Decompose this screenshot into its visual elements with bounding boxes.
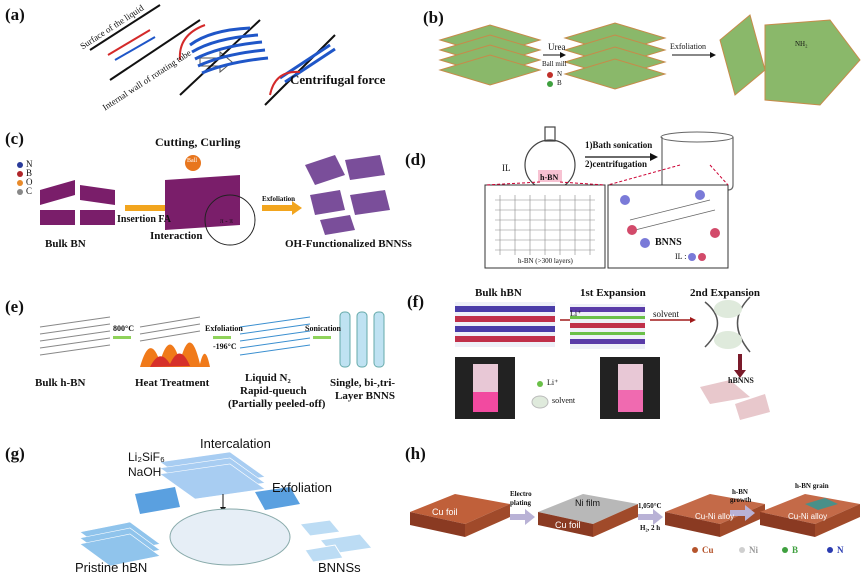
urea-label: Urea [548, 42, 566, 52]
electro2-label: plating [510, 499, 532, 507]
panel-c-diagram [17, 155, 390, 246]
temp-1050-label: 1,050°C [638, 502, 662, 510]
sonication-label: Sonication [305, 324, 342, 333]
reagent1-label: Li₂SiF₆ [128, 450, 165, 464]
exfoliation-label-c: Exfoliation [262, 195, 296, 203]
legend-b-b: B [557, 79, 562, 87]
second-expansion-label: 2nd Expansion [690, 287, 761, 299]
panel-g-diagram [79, 451, 373, 567]
hbn-layers-label: h-BN (>300 layers) [518, 257, 573, 265]
panel-label-h: (h) [405, 444, 426, 463]
h2-cond-label: H₂, 2 h [640, 524, 661, 532]
temp-800-label: 800°C [113, 324, 134, 333]
solvent-arrow-label: solvent [653, 309, 679, 319]
legend-n-b: N [557, 70, 563, 78]
panel-h-diagram [410, 494, 860, 553]
reagent2-label: NaOH [128, 465, 162, 479]
legend-c-c: C [26, 186, 33, 196]
nh2-label: NH₂ [795, 40, 808, 48]
legend-n-c: N [26, 159, 33, 169]
panel-e: (e) 800°C Exfoliation -196°C Sonication … [0, 272, 400, 422]
panel-e-diagram [39, 311, 385, 368]
il-legend-label: IL : [675, 252, 687, 261]
li-arrow-label: Li⁺ [570, 309, 582, 318]
bulk-hbn-label-f: Bulk hBN [475, 287, 522, 299]
alloy2-label: Cu-Ni alloy [788, 512, 828, 521]
nifilm-label: Ni film [575, 498, 600, 508]
panel-d-diagram [484, 126, 734, 269]
pipi-label: π - π [220, 217, 233, 225]
interaction-label: Interaction [150, 230, 203, 242]
legend-b-c: B [26, 168, 33, 178]
panel-label-e: (e) [5, 297, 24, 316]
panel-a-diagram [89, 4, 336, 106]
cufoil1-label: Cu foil [432, 507, 458, 517]
alloy1-label: Cu-Ni alloy [695, 512, 735, 521]
rapid-quench-label: Rapid-queuch [240, 385, 307, 397]
first-expansion-label: 1st Expansion [580, 287, 646, 299]
exfoliation-label-e: Exfoliation [205, 324, 243, 333]
panel-g: (g) Li₂SiF₆ NaOH Intercalation Exfoliati… [0, 432, 400, 580]
legend-b-h: B [792, 545, 799, 555]
panel-h: (h) Cu foil Electro plating Ni film Cu f… [400, 432, 865, 580]
panel-b: (b) Urea Ball mill Exfoliation N B NH₂ [420, 0, 865, 125]
temp-196-label: -196°C [213, 342, 237, 351]
ball-label: Ball [187, 158, 197, 164]
hbn-label-d: h-BN [540, 173, 559, 182]
legend-n-h: N [837, 545, 844, 555]
heat-treatment-label: Heat Treatment [135, 377, 210, 389]
panel-f: (f) [400, 272, 865, 432]
electro1-label: Electro [510, 490, 532, 498]
intercalation-label: Intercalation [200, 436, 271, 451]
panel-label-g: (g) [5, 444, 25, 463]
pristine-hbn-label: Pristine hBN [75, 560, 148, 575]
oh-bnns-label: OH-Functionalized BNNSs [285, 238, 412, 250]
insertion-fa-label: Insertion FA [117, 214, 171, 225]
growth2-label: growth [730, 496, 752, 504]
cutting-curling-label: Cutting, Curling [155, 135, 241, 149]
product-e-1: Single, bi-,tri- [330, 377, 396, 389]
exfoliation-label-g: Exfoliation [272, 480, 332, 495]
cufoil2-label: Cu foil [555, 520, 581, 530]
step1-label: 1)Bath sonication [585, 140, 653, 150]
bnnss-label: BNNSs [318, 560, 361, 575]
li-legend-label: Li⁺ [547, 378, 559, 387]
bulk-bn-label: Bulk BN [45, 238, 86, 250]
bnns-label-d: BNNS [655, 237, 682, 248]
panel-label-d: (d) [405, 150, 426, 169]
partially-peeled-label: (Partially peeled-off) [228, 398, 326, 410]
solvent-legend-label: solvent [552, 396, 576, 405]
panel-f-diagram [455, 296, 770, 420]
il-label: IL [502, 163, 511, 173]
panel-label-f: (f) [407, 292, 424, 311]
bulk-hbn-label-e: Bulk h-BN [35, 377, 86, 389]
panel-b-diagram [438, 14, 861, 106]
panel-d: (d) 1)Bath sonication 2)centrifugation I… [400, 125, 865, 270]
step2-label: 2)centrifugation [585, 159, 647, 169]
hbnns-label: hBNNS [728, 376, 754, 385]
liquid-n2-label: Liquid N₂ [245, 372, 291, 384]
panel-c: (c) N B O C Cutting, Curling Ball π - π [0, 125, 412, 260]
legend-cu-h: Cu [702, 545, 714, 555]
exfoliation-label-b: Exfoliation [670, 42, 706, 51]
centrifugal-force-label: Centrifugal force [290, 72, 386, 87]
legend-ni-h: Ni [749, 545, 758, 555]
panel-label-b: (b) [423, 8, 444, 27]
growth1-label: h-BN [732, 488, 748, 496]
panel-label-a: (a) [5, 5, 25, 24]
ballmill-label: Ball mill [542, 60, 567, 68]
panel-label-c: (c) [5, 129, 24, 148]
grain-label: h-BN grain [795, 482, 829, 490]
product-e-2: Layer BNNS [335, 390, 395, 402]
panel-a: (a) Surface of the liquid Internal wall … [0, 0, 420, 125]
legend-o-c: O [26, 177, 33, 187]
